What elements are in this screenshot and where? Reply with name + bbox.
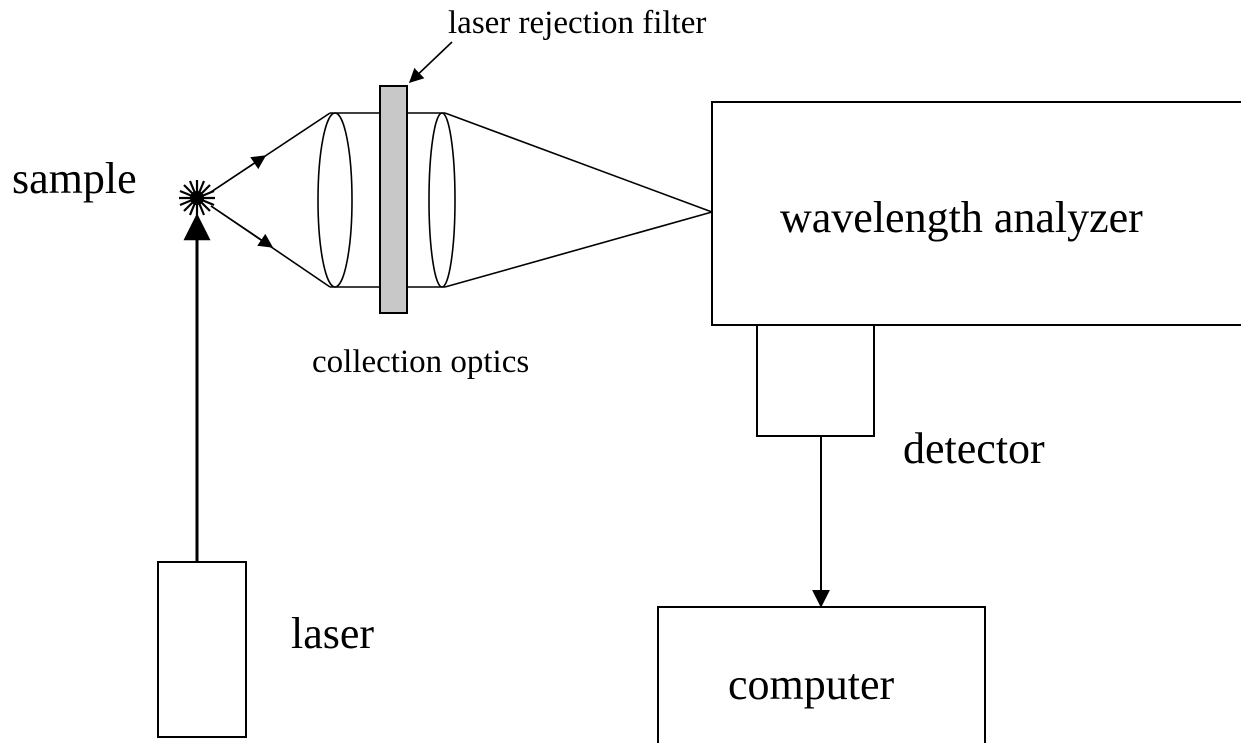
collection-optics-label: collection optics xyxy=(312,344,529,380)
scattered-rays xyxy=(210,112,713,288)
sample-label: sample xyxy=(12,154,137,203)
computer-box xyxy=(657,606,986,743)
wavelength-analyzer-label: wavelength analyzer xyxy=(780,193,1143,242)
detector-label: detector xyxy=(903,424,1045,473)
detector-box xyxy=(756,324,875,437)
computer-label: computer xyxy=(728,660,895,709)
collection-lens-1 xyxy=(317,112,353,288)
sample-starburst-icon xyxy=(179,180,215,216)
filter-pointer-arrow xyxy=(408,41,453,83)
laser-box xyxy=(157,561,247,738)
laser-rejection-filter-label: laser rejection filter xyxy=(448,5,706,41)
laser-rejection-filter xyxy=(379,85,408,314)
wavelength-analyzer-box xyxy=(711,101,1241,326)
laser-label: laser xyxy=(291,609,374,658)
collection-lens-2 xyxy=(428,112,456,288)
